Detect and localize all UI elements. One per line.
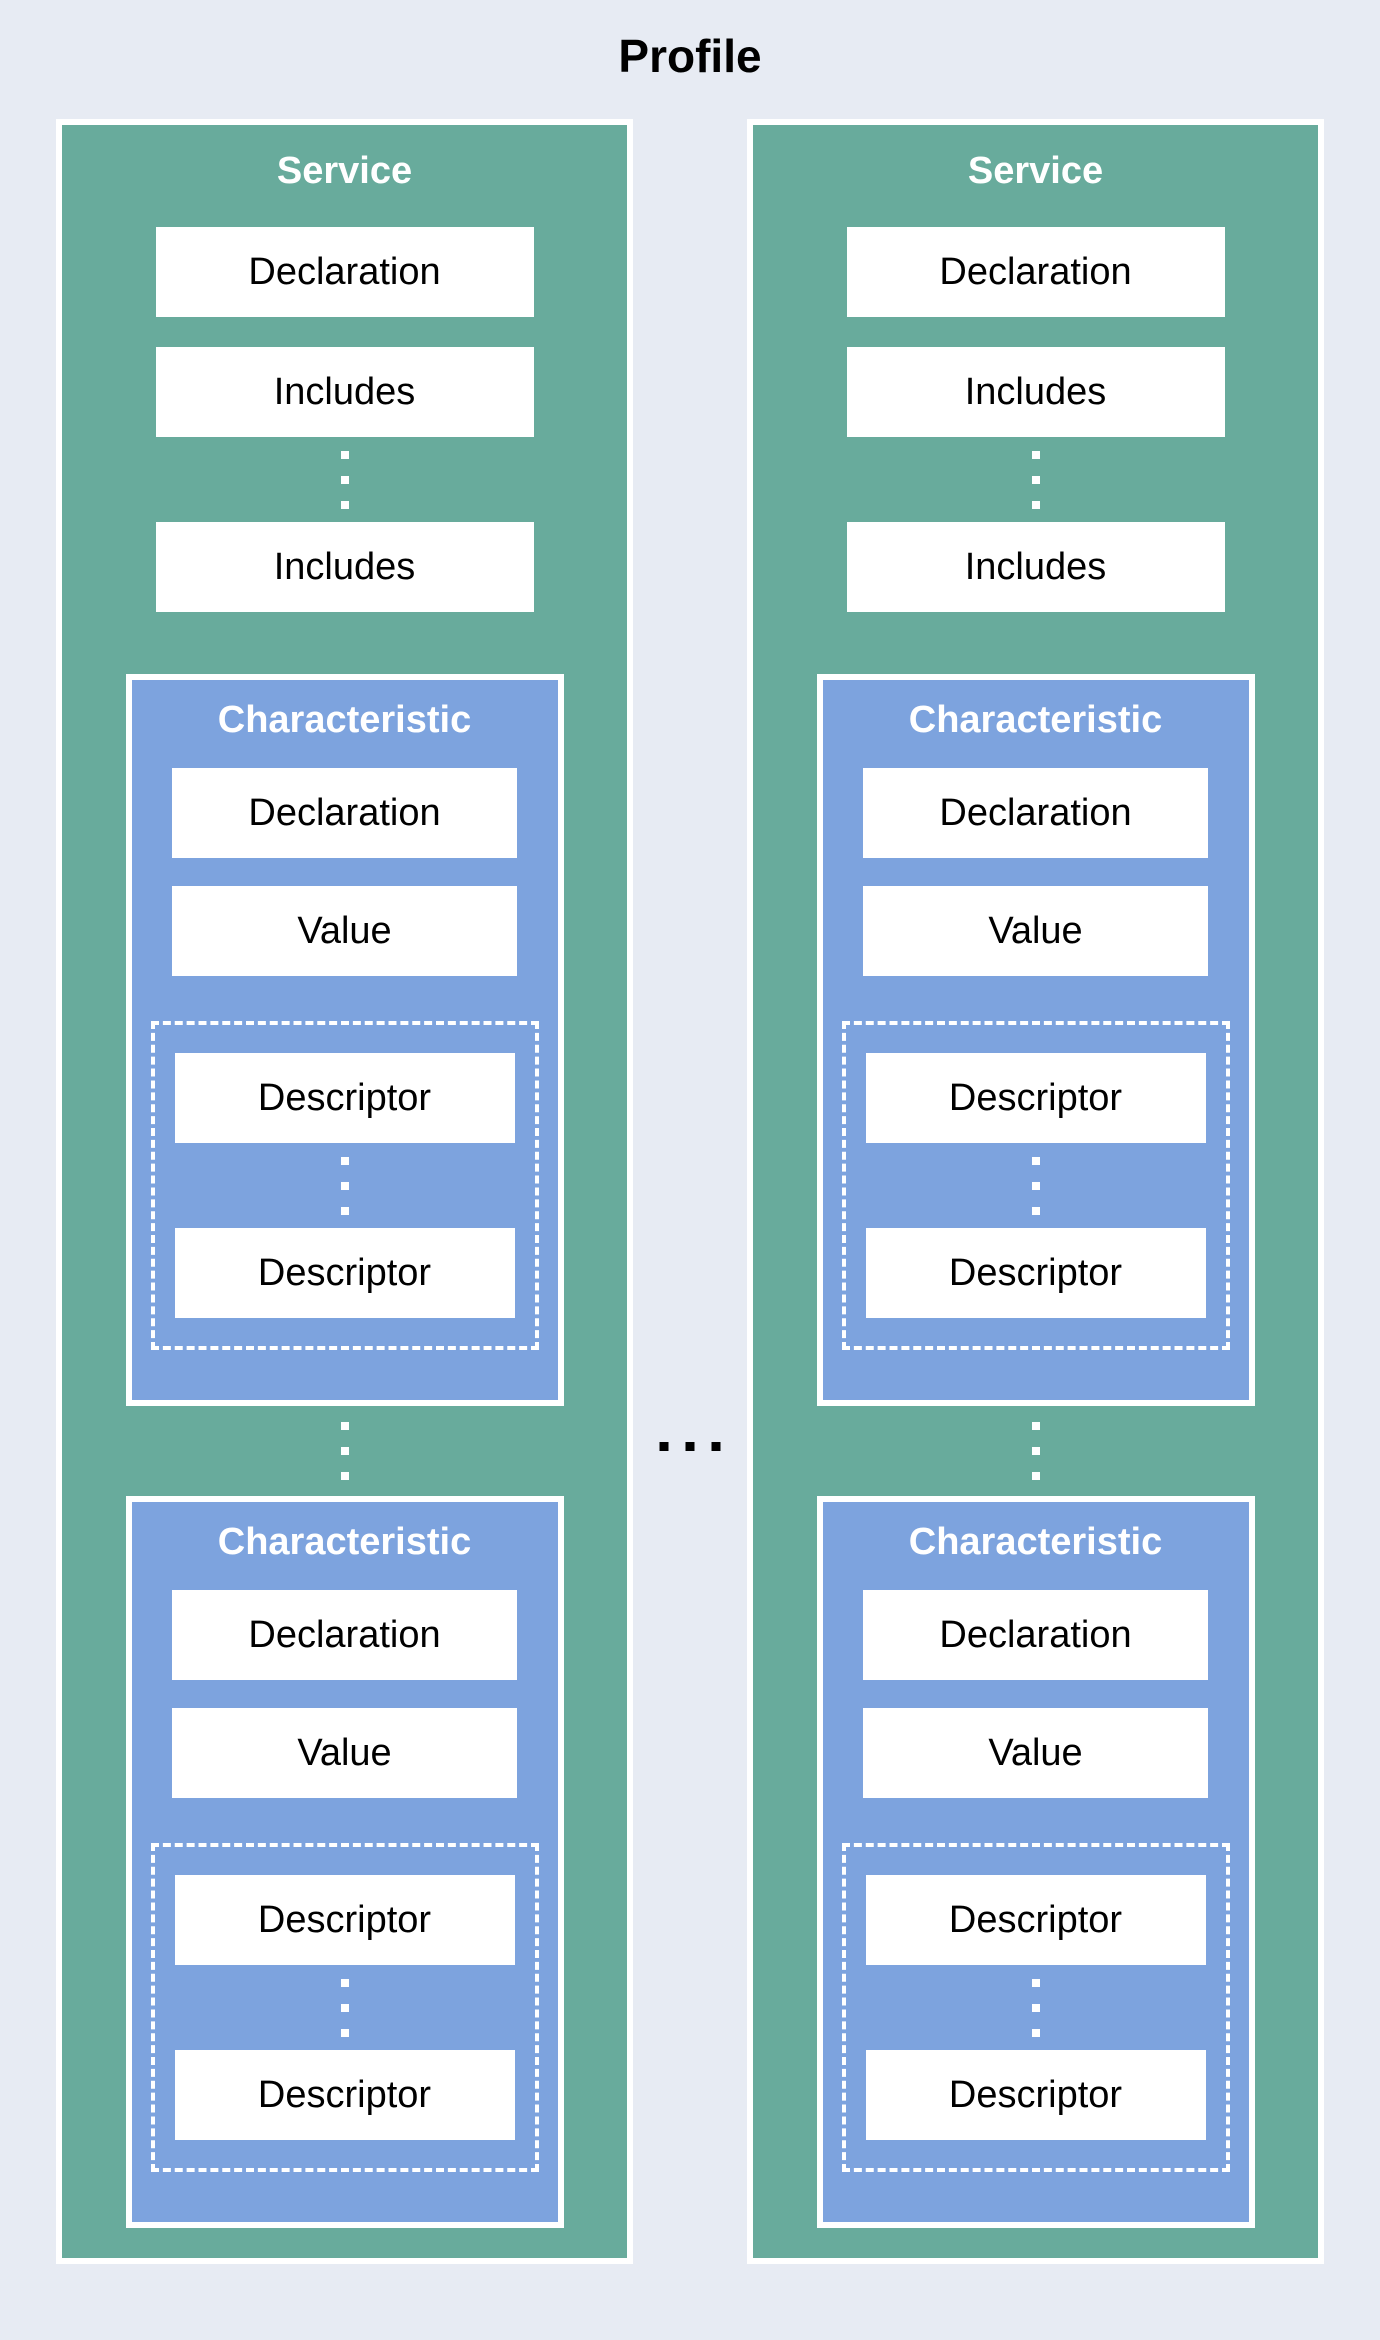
includes-box: Includes: [155, 347, 534, 437]
includes-box: Includes: [155, 522, 534, 612]
characteristic-declaration-box: Declaration: [172, 1590, 517, 1680]
vertical-ellipsis-icon: [340, 1965, 349, 2050]
value-box: Value: [863, 886, 1208, 976]
includes-box: Includes: [846, 522, 1225, 612]
characteristic-block: Characteristic Declaration Value Descrip…: [125, 674, 564, 1406]
ellipsis-dot: [1031, 450, 1040, 459]
includes-box: Includes: [846, 347, 1225, 437]
ellipsis-dot: [1031, 2003, 1040, 2012]
ellipsis-dot: [340, 2028, 349, 2037]
descriptor-group: Descriptor Descriptor: [841, 1843, 1230, 2172]
characteristic-declaration-box: Declaration: [863, 1590, 1208, 1680]
value-box: Value: [172, 886, 517, 976]
ellipsis-dot: [1031, 1181, 1040, 1190]
ellipsis-dot: [340, 1156, 349, 1165]
ellipsis-dot: [1031, 475, 1040, 484]
ellipsis-dot: [1031, 1206, 1040, 1215]
descriptor-box: Descriptor: [865, 2050, 1206, 2140]
descriptor-box: Descriptor: [865, 1875, 1206, 1965]
characteristic-title: Characteristic: [217, 1521, 472, 1563]
ellipsis-dot: [340, 1978, 349, 1987]
value-box: Value: [172, 1708, 517, 1798]
value-box: Value: [863, 1708, 1208, 1798]
ellipsis-dot: [340, 1206, 349, 1215]
vertical-ellipsis-icon: [1031, 1143, 1040, 1228]
descriptor-group: Descriptor Descriptor: [841, 1021, 1230, 1350]
ellipsis-dot: [1031, 1978, 1040, 1987]
vertical-ellipsis-icon: [340, 1406, 349, 1496]
ellipsis-dot: [340, 2003, 349, 2012]
characteristic-block: Characteristic Declaration Value Descrip…: [816, 1496, 1255, 2228]
descriptor-group: Descriptor Descriptor: [150, 1843, 539, 2172]
characteristic-title: Characteristic: [217, 699, 472, 741]
ellipsis-dot: [340, 1447, 349, 1455]
vertical-ellipsis-icon: [340, 1143, 349, 1228]
ellipsis-dot: [340, 475, 349, 484]
characteristic-declaration-box: Declaration: [863, 768, 1208, 858]
descriptor-box: Descriptor: [865, 1053, 1206, 1143]
descriptor-box: Descriptor: [174, 1875, 515, 1965]
ellipsis-dot: [1031, 500, 1040, 509]
descriptor-box: Descriptor: [174, 1228, 515, 1318]
ellipsis-dot: [711, 1442, 721, 1451]
ellipsis-dot: [685, 1442, 695, 1451]
service-declaration-box: Declaration: [846, 227, 1225, 317]
ellipsis-dot: [1031, 1422, 1040, 1430]
characteristic-block: Characteristic Declaration Value Descrip…: [816, 674, 1255, 1406]
ellipsis-dot: [1031, 1447, 1040, 1455]
horizontal-ellipsis-icon: [659, 1442, 721, 1451]
descriptor-box: Descriptor: [174, 1053, 515, 1143]
service-title: Service: [967, 150, 1104, 192]
ellipsis-dot: [1031, 2028, 1040, 2037]
ellipsis-dot: [340, 1472, 349, 1480]
characteristic-block: Characteristic Declaration Value Descrip…: [125, 1496, 564, 2228]
ellipsis-dot: [659, 1442, 669, 1451]
descriptor-box: Descriptor: [174, 2050, 515, 2140]
page-title: Profile: [618, 30, 762, 82]
ellipsis-dot: [340, 1422, 349, 1430]
ellipsis-dot: [340, 450, 349, 459]
descriptor-group: Descriptor Descriptor: [150, 1021, 539, 1350]
characteristic-title: Characteristic: [908, 699, 1163, 741]
service-declaration-box: Declaration: [155, 227, 534, 317]
service-block: Service Declaration Includes Includes Ch…: [56, 119, 633, 2264]
ellipsis-dot: [1031, 1472, 1040, 1480]
service-block: Service Declaration Includes Includes Ch…: [747, 119, 1324, 2264]
descriptor-box: Descriptor: [865, 1228, 1206, 1318]
vertical-ellipsis-icon: [340, 437, 349, 522]
vertical-ellipsis-icon: [1031, 437, 1040, 522]
ellipsis-dot: [340, 500, 349, 509]
vertical-ellipsis-icon: [1031, 1965, 1040, 2050]
characteristic-declaration-box: Declaration: [172, 768, 517, 858]
ellipsis-dot: [1031, 1156, 1040, 1165]
service-title: Service: [276, 150, 413, 192]
characteristic-title: Characteristic: [908, 1521, 1163, 1563]
services-row: Service Declaration Includes Includes Ch…: [0, 119, 1380, 2264]
ellipsis-dot: [340, 1181, 349, 1190]
vertical-ellipsis-icon: [1031, 1406, 1040, 1496]
